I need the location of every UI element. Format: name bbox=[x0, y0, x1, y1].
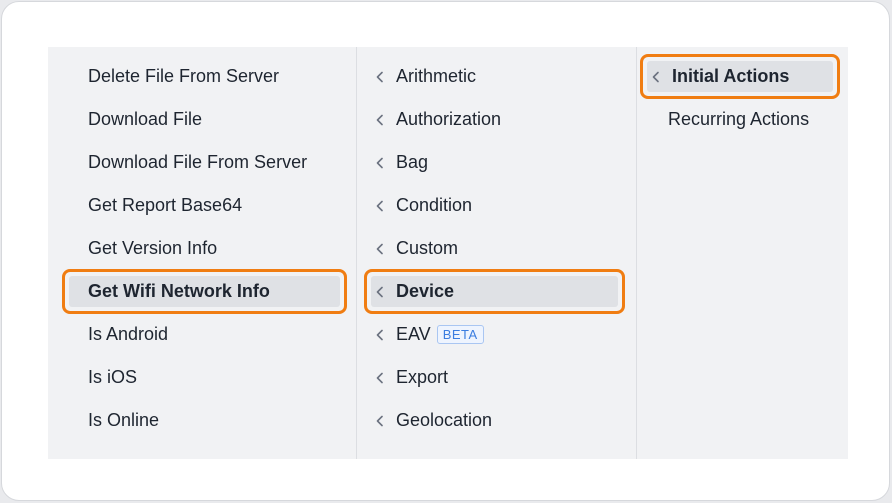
menu-item-label: Delete File From Server bbox=[88, 66, 280, 86]
menu-item-custom[interactable]: Custom bbox=[371, 233, 458, 264]
chevron-left-icon bbox=[371, 154, 389, 172]
menu-item-label: EAV bbox=[396, 324, 431, 344]
menu-item-label: Export bbox=[396, 367, 449, 387]
menu-item-label: Recurring Actions bbox=[668, 109, 810, 129]
chevron-left-icon bbox=[371, 283, 389, 301]
cascading-menu: Delete File From Server Download File Do… bbox=[48, 47, 848, 459]
menu-item-recurring-actions[interactable]: Recurring Actions bbox=[647, 104, 809, 135]
menu-item-eav[interactable]: EAV BETA bbox=[371, 319, 484, 350]
menu-item-is-online[interactable]: Is Online bbox=[88, 405, 159, 436]
menu-item-geolocation[interactable]: Geolocation bbox=[371, 405, 492, 436]
menu-item-label: Bag bbox=[396, 152, 429, 172]
menu-item-label: Is iOS bbox=[88, 367, 138, 387]
menu-item-authorization[interactable]: Authorization bbox=[371, 104, 501, 135]
chevron-left-icon bbox=[371, 412, 389, 430]
menu-item-arithmetic[interactable]: Arithmetic bbox=[371, 61, 476, 92]
menu-item-label: Is Online bbox=[88, 410, 160, 430]
menu-item-label: Download File From Server bbox=[88, 152, 308, 172]
menu-item-condition[interactable]: Condition bbox=[371, 190, 472, 221]
menu-item-get-version-info[interactable]: Get Version Info bbox=[88, 233, 217, 264]
menu-item-is-android[interactable]: Is Android bbox=[88, 319, 168, 350]
menu-item-label: Is Android bbox=[88, 324, 169, 344]
chevron-left-icon bbox=[371, 197, 389, 215]
menu-item-is-ios[interactable]: Is iOS bbox=[88, 362, 137, 393]
menu-item-download-file-from-server[interactable]: Download File From Server bbox=[88, 147, 307, 178]
menu-item-initial-actions[interactable]: Initial Actions bbox=[640, 54, 840, 99]
menu-item-label: Get Version Info bbox=[88, 238, 218, 258]
menu-item-label: Initial Actions bbox=[672, 66, 790, 86]
menu-item-label: Authorization bbox=[396, 109, 502, 129]
menu-column-categories: Arithmetic Authorization Bag Condition C… bbox=[356, 47, 636, 459]
menu-item-label: Custom bbox=[396, 238, 459, 258]
chevron-left-icon bbox=[371, 68, 389, 86]
menu-item-label: Get Wifi Network Info bbox=[88, 281, 270, 301]
menu-item-label: Get Report Base64 bbox=[88, 195, 243, 215]
chevron-left-icon bbox=[371, 369, 389, 387]
menu-item-delete-file-from-server[interactable]: Delete File From Server bbox=[88, 61, 279, 92]
menu-item-export[interactable]: Export bbox=[371, 362, 448, 393]
menu-item-label: Geolocation bbox=[396, 410, 493, 430]
chevron-left-icon bbox=[371, 240, 389, 258]
menu-column-device-actions: Initial Actions Recurring Actions bbox=[636, 47, 848, 459]
menu-item-label: Arithmetic bbox=[396, 66, 477, 86]
menu-column-actions: Delete File From Server Download File Do… bbox=[48, 47, 356, 459]
menu-item-download-file[interactable]: Download File bbox=[88, 104, 202, 135]
beta-badge: BETA bbox=[436, 325, 484, 344]
chevron-left-icon bbox=[371, 111, 389, 129]
menu-item-label: Device bbox=[396, 281, 455, 301]
chevron-left-icon bbox=[647, 68, 665, 86]
menu-item-get-wifi-network-info[interactable]: Get Wifi Network Info bbox=[62, 269, 347, 314]
menu-item-get-report-base64[interactable]: Get Report Base64 bbox=[88, 190, 242, 221]
chevron-left-icon bbox=[371, 326, 389, 344]
menu-item-device[interactable]: Device bbox=[364, 269, 625, 314]
menu-item-label: Download File bbox=[88, 109, 203, 129]
menu-item-bag[interactable]: Bag bbox=[371, 147, 428, 178]
menu-item-label: Condition bbox=[396, 195, 473, 215]
